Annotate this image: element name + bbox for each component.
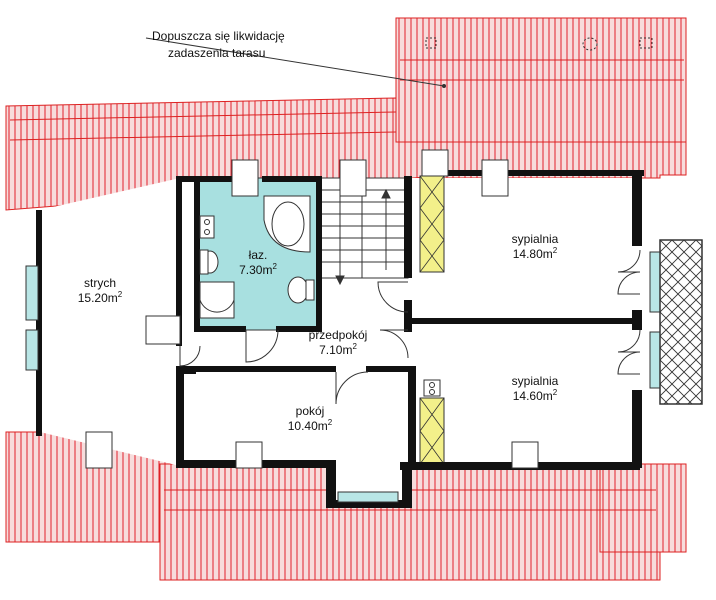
room-name: sypialnia bbox=[511, 374, 559, 388]
note-leader bbox=[145, 37, 445, 87]
roof-vents bbox=[85, 149, 539, 469]
room-label-pokoj: pokój 10.40m2 bbox=[270, 404, 350, 434]
room-name: przedpokój bbox=[308, 328, 368, 342]
terrace-details bbox=[425, 37, 653, 51]
chimneys bbox=[419, 175, 445, 465]
windows bbox=[25, 251, 661, 503]
room-area: 7.30m2 bbox=[239, 262, 277, 278]
terrace-note-line2: zadaszenia tarasu bbox=[168, 46, 266, 60]
bathroom-fixtures bbox=[199, 185, 315, 319]
room-name: łaz. bbox=[248, 248, 268, 262]
chimney-lower bbox=[419, 397, 445, 465]
wall-bracket bbox=[145, 315, 181, 345]
room-name: pokój bbox=[295, 404, 325, 418]
roof-bottom-right bbox=[599, 463, 687, 553]
room-label-strych: strych 15.20m2 bbox=[60, 276, 140, 306]
room-label-sypialnia-1: sypialnia 14.80m2 bbox=[490, 232, 580, 262]
strych-area bbox=[40, 178, 180, 466]
room-name: strych bbox=[83, 276, 116, 290]
room-area: 14.80m2 bbox=[512, 246, 558, 262]
room-name: sypialnia bbox=[511, 232, 559, 246]
room-area: 14.60m2 bbox=[512, 388, 558, 404]
room-label-sypialnia-2: sypialnia 14.60m2 bbox=[490, 374, 580, 404]
room-label-lazienka: łaz. 7.30m2 bbox=[226, 248, 290, 278]
balcony bbox=[659, 239, 703, 405]
terrace-note-line1: Dopuszcza się likwidację bbox=[152, 29, 285, 43]
appliance bbox=[423, 379, 441, 397]
terrace-note: Dopuszcza się likwidację zadaszenia tara… bbox=[152, 28, 285, 62]
room-area: 7.10m2 bbox=[319, 342, 357, 358]
room-area: 10.40m2 bbox=[287, 418, 333, 434]
room-area: 15.20m2 bbox=[77, 290, 123, 306]
room-label-przedpokoj: przedpokój 7.10m2 bbox=[290, 328, 386, 358]
door-swings bbox=[179, 249, 641, 405]
roof-ridge-lines bbox=[9, 59, 684, 511]
